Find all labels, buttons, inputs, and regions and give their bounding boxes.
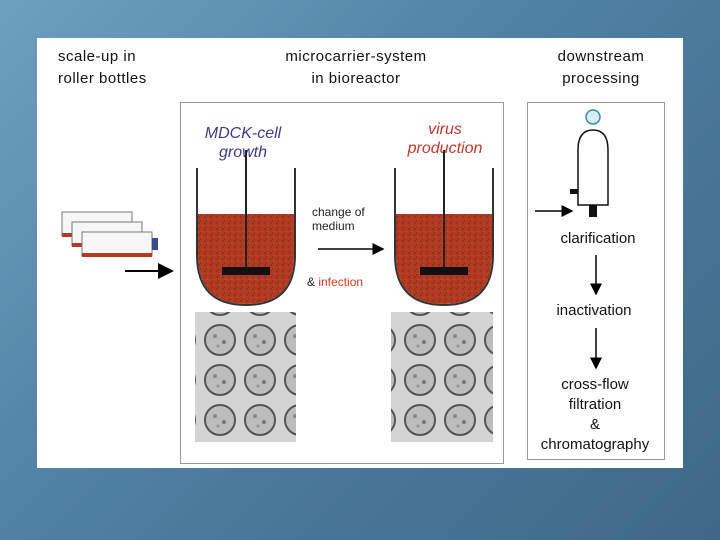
header-downstream-processing: downstream processing [557,48,645,87]
downstream-box [527,102,665,460]
bioreactor-growth [196,150,296,307]
bioreactor-production [394,150,494,307]
infection-word: infection [318,275,364,289]
mdck-cell-growth-label: MDCK-cell growth [204,125,282,161]
bioreactor-box [180,102,504,464]
change-of-medium-label: change of medium [312,205,365,233]
infection-prefix: & [307,275,319,289]
micrograph-growth [195,312,296,442]
step-inactivation: inactivation [556,302,632,319]
roller-bottle [81,231,158,257]
micrograph-production [391,312,493,442]
roller-bottles [61,211,158,257]
infection-label: & infection [307,261,363,289]
step-clarification: clarification [560,230,636,247]
virus-production-label: virus production [407,121,483,157]
header-microcarrier-system: microcarrier-system in bioreactor [285,48,427,87]
clarifier-vessel [570,109,609,217]
step-cross-flow-filtration-chromatography: cross-flow filtration & chromatography [540,376,650,453]
header-roller-bottles: scale-up in roller bottles [58,48,147,87]
